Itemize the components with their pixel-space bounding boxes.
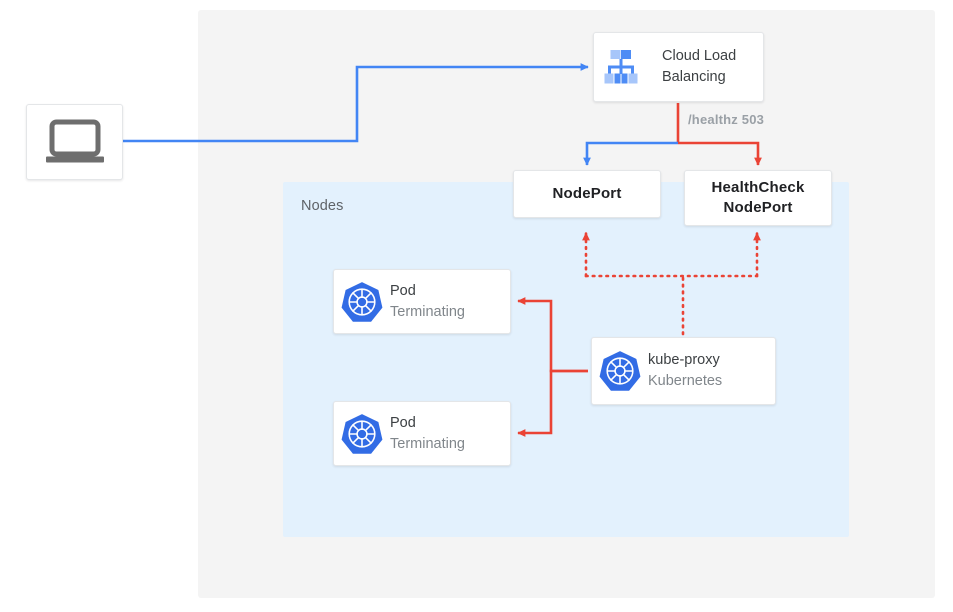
cloud-load-balancing-icon [594,48,650,86]
healthcheck-nodeport-label-line2: NodePort [723,199,793,216]
healthcheck-nodeport-node[interactable]: HealthCheck NodePort [684,170,832,226]
pod-title-2: Pod [390,414,416,431]
kube-proxy-subtitle: Kubernetes [648,373,723,389]
kube-proxy-node[interactable]: kube-proxy Kubernetes [591,337,776,405]
cloud-load-balancing-node[interactable]: Cloud Load Balancing [593,32,764,102]
kubernetes-icon [334,412,390,456]
pod-title-1: Pod [390,282,416,299]
pod-status-2: Terminating [390,435,465,452]
nodeport-label: NodePort [552,185,622,202]
pod-status-1: Terminating [390,303,465,320]
client-laptop-node [26,104,123,180]
nodeport-node[interactable]: NodePort [513,170,661,218]
cloud-load-balancing-title-line2: Balancing [662,69,726,85]
cloud-load-balancing-title-line1: Cloud Load [662,48,737,64]
laptop-icon [45,119,104,163]
healthz-label: /healthz 503 [688,112,765,127]
healthcheck-nodeport-label-line1: HealthCheck [711,179,805,196]
kubernetes-icon [334,280,390,324]
pod-node-1[interactable]: Pod Terminating [333,269,511,334]
kubernetes-icon [592,349,648,393]
pod-node-2[interactable]: Pod Terminating [333,401,511,466]
nodes-region-label: Nodes [301,198,344,214]
kube-proxy-title: kube-proxy [648,352,720,368]
